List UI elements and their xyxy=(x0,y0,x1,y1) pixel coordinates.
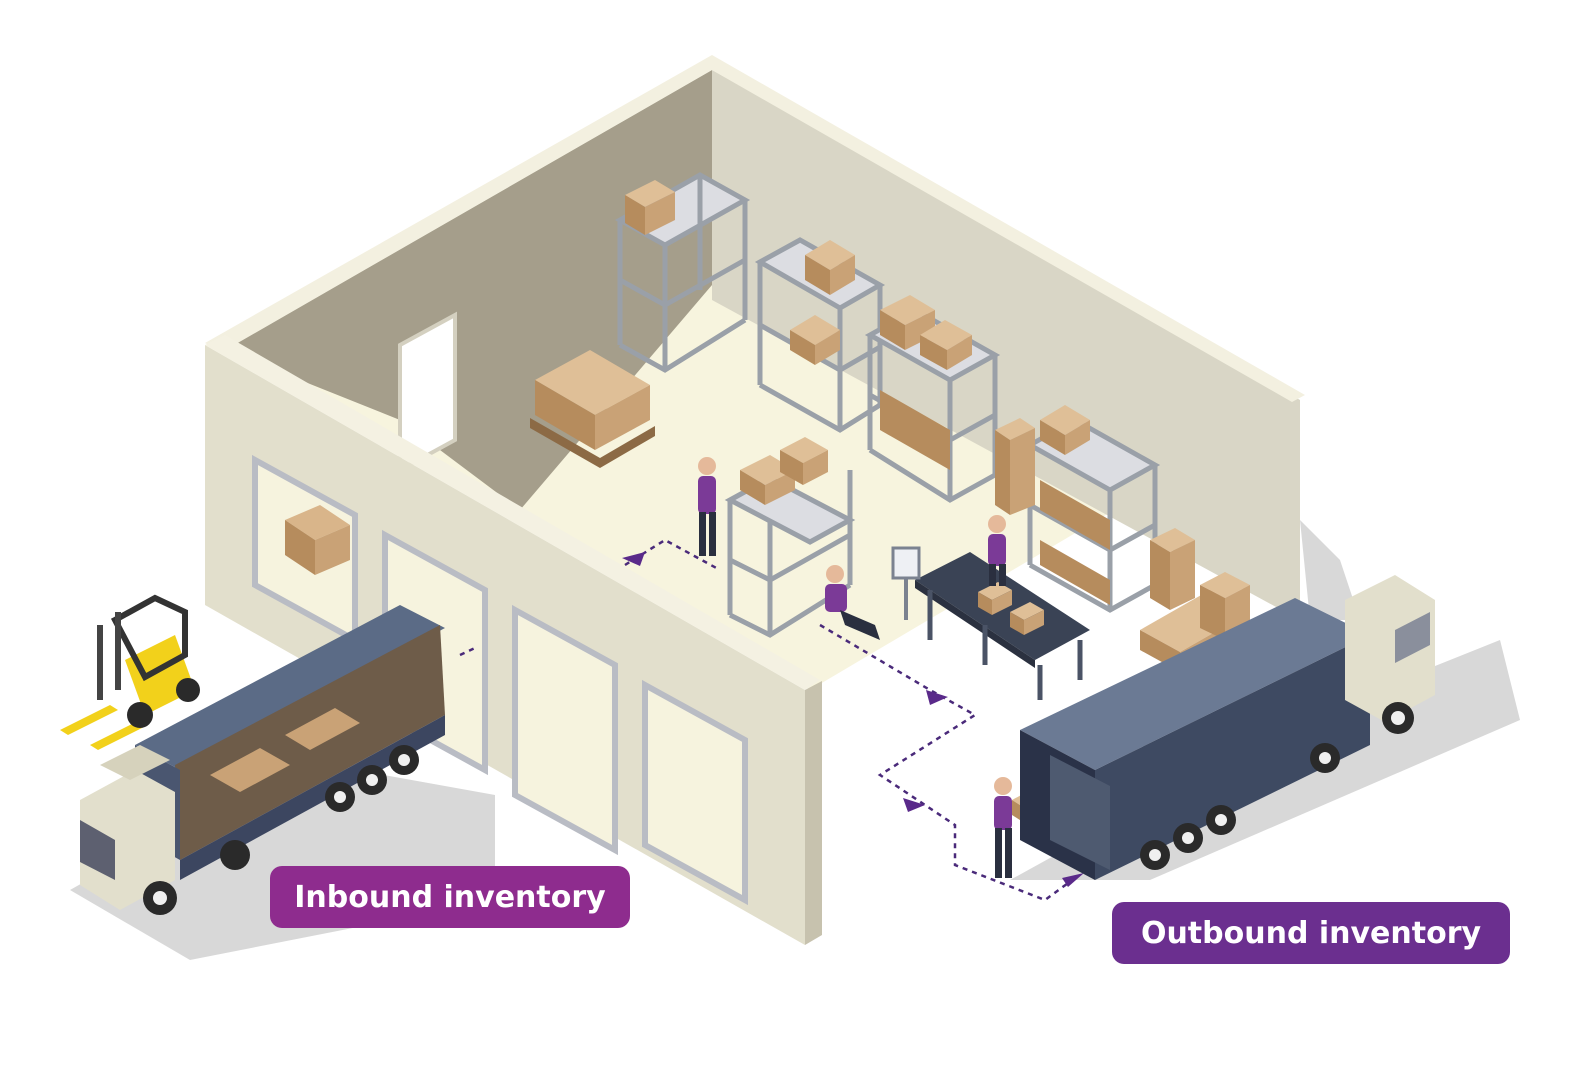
worker-icon xyxy=(988,515,1006,586)
conveyor-belt xyxy=(891,546,1090,700)
arrow-icon xyxy=(622,552,1084,887)
pallet-stack xyxy=(530,350,655,468)
inventory-flow-path xyxy=(459,538,1076,902)
truck-icon-outbound xyxy=(1020,575,1435,880)
inbound-inventory-label: Inbound inventory xyxy=(270,866,630,928)
front-wall-top xyxy=(205,335,820,690)
interior-door xyxy=(398,311,457,474)
front-wall-end xyxy=(805,681,822,945)
wall-top-edge xyxy=(205,55,1305,402)
dock-boxes xyxy=(285,505,350,575)
worker-icon xyxy=(698,457,716,556)
worker-icon xyxy=(825,565,880,640)
forklift-icon xyxy=(60,594,200,750)
truck-icon-inbound xyxy=(80,605,445,915)
outbound-inventory-label: Outbound inventory xyxy=(1112,902,1510,964)
